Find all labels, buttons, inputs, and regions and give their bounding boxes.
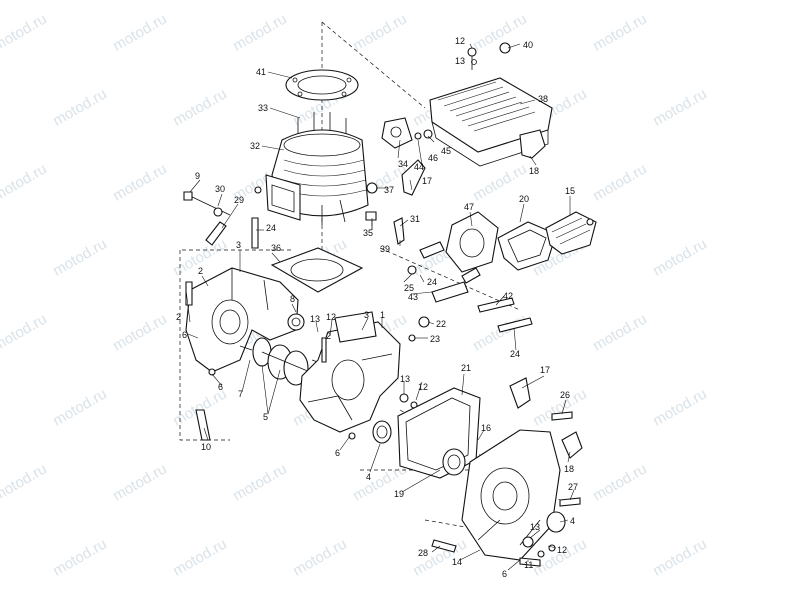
water-elbow-top — [519, 129, 546, 159]
label-6-mid: 6 — [218, 382, 223, 392]
label-36: 36 — [271, 243, 281, 253]
crankshaft — [239, 337, 341, 386]
label-38: 38 — [538, 94, 548, 104]
label-24-right: 24 — [510, 349, 520, 359]
label-21: 21 — [461, 363, 471, 373]
label-47: 47 — [464, 202, 474, 212]
label-40: 40 — [523, 40, 533, 50]
label-30: 30 — [215, 184, 225, 194]
label-12-bottom: 12 — [557, 545, 567, 555]
label-2-top: 2 — [198, 266, 203, 276]
label-6-bottom: 6 — [335, 448, 340, 458]
label-9: 9 — [195, 171, 200, 181]
label-25: 25 — [404, 283, 414, 293]
head-gasket — [285, 69, 359, 101]
label-22: 22 — [436, 319, 446, 329]
label-6-cover: 6 — [502, 569, 507, 579]
label-1: 1 — [380, 310, 385, 320]
label-28: 28 — [418, 548, 428, 558]
label-11: 11 — [524, 560, 533, 570]
label-10: 10 — [201, 442, 211, 452]
leader-lines — [185, 43, 575, 571]
label-18-upper: 18 — [529, 166, 539, 176]
label-2-side: 2 — [176, 312, 181, 322]
manifold-gasket — [381, 117, 433, 196]
label-34: 34 — [398, 159, 408, 169]
label-12-top: 12 — [455, 36, 465, 46]
label-17-upper: 17 — [422, 176, 432, 186]
label-7: 7 — [238, 389, 243, 399]
label-45: 45 — [441, 146, 451, 156]
label-13-top: 13 — [455, 56, 465, 66]
label-39: 39 — [380, 244, 390, 254]
cylinder-head — [429, 42, 553, 167]
label-4-left: 4 — [366, 472, 371, 482]
label-19: 19 — [394, 489, 404, 499]
label-26: 26 — [560, 390, 570, 400]
label-18-lower: 18 — [564, 464, 574, 474]
crankcase-left — [185, 267, 305, 441]
case-cover — [461, 429, 566, 561]
water-elbows-lower — [509, 377, 583, 459]
label-8: 8 — [290, 294, 295, 304]
label-6-left: 6 — [182, 330, 187, 340]
label-24-mid: 24 — [427, 277, 437, 287]
base-gasket — [270, 247, 364, 293]
label-33: 33 — [258, 103, 268, 113]
label-43: 43 — [408, 292, 418, 302]
label-42: 42 — [503, 291, 513, 301]
seal-bearing-cover — [372, 387, 481, 479]
label-41: 41 — [256, 67, 266, 77]
label-23: 23 — [430, 334, 440, 344]
label-13-left: 13 — [310, 314, 320, 324]
label-27: 27 — [568, 482, 578, 492]
fittings-22-23 — [408, 316, 430, 342]
label-44: 44 — [414, 162, 424, 172]
label-3-left: 3 — [236, 240, 241, 250]
crankcase-right — [299, 311, 418, 440]
reed-valve-assembly — [407, 211, 597, 333]
label-46: 46 — [428, 153, 438, 163]
left-bolts — [183, 191, 259, 249]
label-17-lower: 17 — [540, 365, 550, 375]
label-2-mid: 2 — [326, 331, 331, 341]
label-5: 5 — [263, 412, 268, 422]
label-13-bottom: 13 — [530, 522, 540, 532]
cylinder — [254, 112, 369, 225]
label-15: 15 — [565, 186, 575, 196]
label-37: 37 — [384, 185, 394, 195]
label-13-mid: 13 — [400, 374, 410, 384]
label-35: 35 — [363, 228, 373, 238]
label-12-mid: 12 — [326, 312, 336, 322]
label-3-right: 3 — [364, 310, 369, 320]
part-labels: 41 33 32 34 46 45 44 17 37 35 31 39 38 1… — [176, 36, 578, 579]
label-20: 20 — [519, 194, 529, 204]
label-4-right: 4 — [570, 516, 575, 526]
label-32: 32 — [250, 141, 260, 151]
label-31: 31 — [410, 214, 420, 224]
label-29: 29 — [234, 195, 244, 205]
label-24-left: 24 — [266, 223, 276, 233]
label-14: 14 — [452, 557, 462, 567]
label-16: 16 — [481, 423, 491, 433]
label-12-right: 12 — [418, 382, 428, 392]
cover-bolts — [431, 411, 581, 567]
